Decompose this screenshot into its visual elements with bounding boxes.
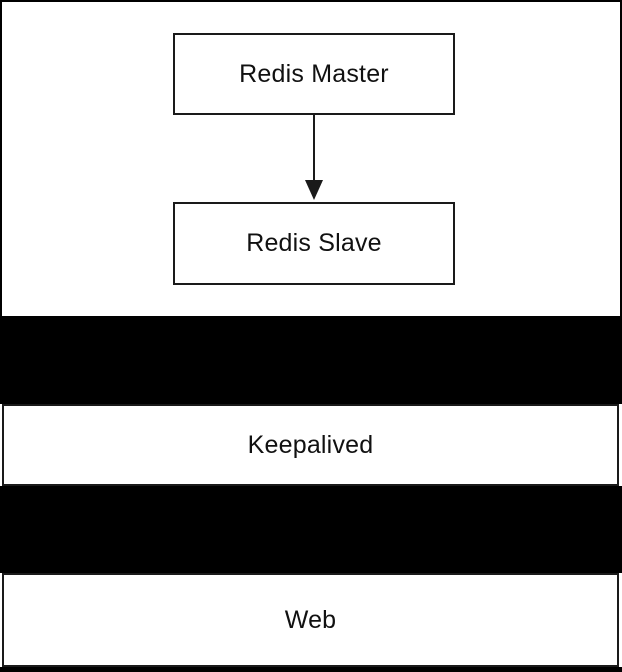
black-separator-band-middle bbox=[0, 486, 622, 573]
arrow-down-icon bbox=[305, 115, 323, 200]
band-web-label: Web bbox=[284, 605, 337, 634]
band-keepalived-label: Keepalived bbox=[247, 430, 374, 459]
band-web: Web bbox=[2, 573, 619, 667]
node-redis-slave: Redis Slave bbox=[173, 202, 455, 285]
band-keepalived: Keepalived bbox=[2, 404, 619, 486]
node-redis-slave-label: Redis Slave bbox=[246, 229, 382, 257]
node-redis-master-label: Redis Master bbox=[239, 59, 389, 88]
node-redis-master: Redis Master bbox=[173, 33, 455, 115]
black-separator-band-top bbox=[0, 318, 622, 404]
black-separator-band-bottom bbox=[0, 667, 622, 672]
redis-replication-panel: Redis Master Redis Slave bbox=[0, 0, 622, 318]
